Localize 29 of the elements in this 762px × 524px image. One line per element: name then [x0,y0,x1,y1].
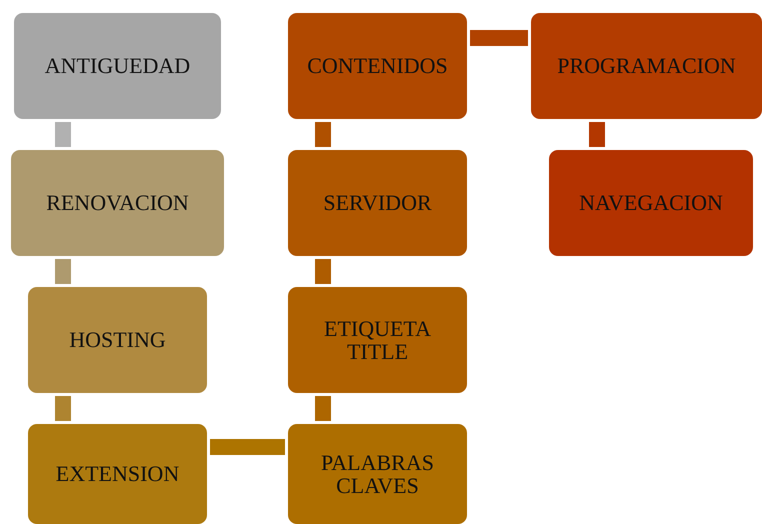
box-label: CONTENIDOS [307,54,448,78]
connector-bar [55,259,71,284]
process-box [28,287,207,393]
process-box [288,424,467,524]
box-label: SERVIDOR [323,191,432,215]
box-label: ANTIGUEDAD [44,54,190,78]
connector-bar [55,396,71,421]
process-box [549,150,753,256]
box-label: ETIQUETA TITLE [323,316,432,364]
connector-bar [315,396,331,421]
process-box [14,13,221,119]
box-label: NAVEGACION [579,191,723,215]
connector-bar [470,30,528,46]
box-label: PROGRAMACION [557,54,736,78]
connector-bar [210,439,285,455]
box-label: EXTENSION [56,462,180,486]
connector-bar [315,122,331,147]
process-box [28,424,207,524]
process-box [288,13,467,119]
process-box [288,150,467,256]
process-box [288,287,467,393]
connector-bar [589,122,605,147]
box-label: RENOVACION [46,191,189,215]
connector-bar [315,259,331,284]
process-box [11,150,224,256]
box-label: HOSTING [69,328,166,352]
process-box [531,13,762,119]
box-label: PALABRAS CLAVES [320,450,435,498]
connector-bar [55,122,71,147]
